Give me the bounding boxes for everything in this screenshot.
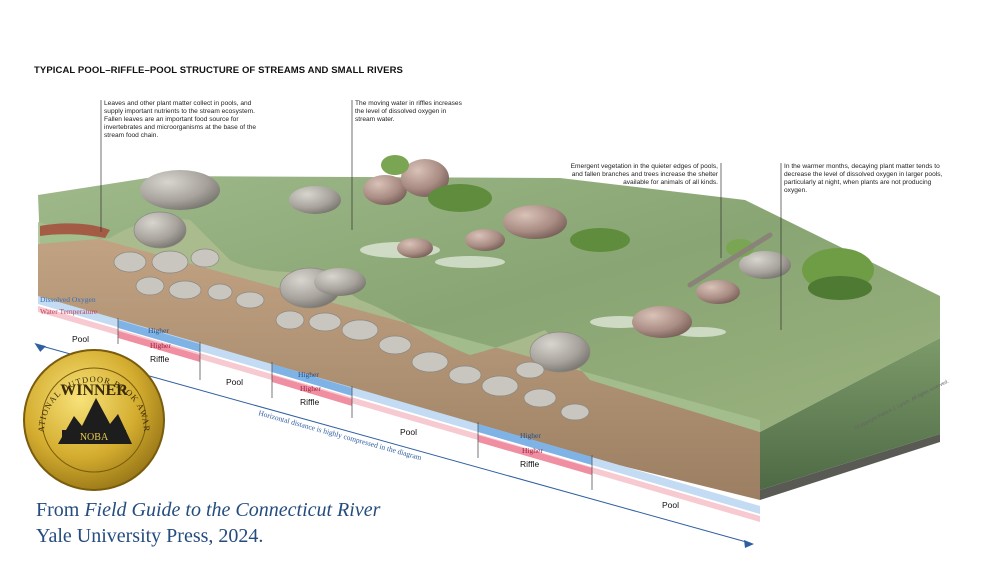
segment-pool-1: Pool (72, 334, 89, 344)
block-bottom-edge (760, 434, 940, 500)
riffle3-oxygen (478, 424, 592, 465)
riffle2-temperature-higher: Higher (300, 384, 321, 393)
cobble-group (113, 211, 591, 421)
segment-pool-4: Pool (662, 500, 679, 510)
riffle3-temperature-higher: Higher (522, 446, 543, 455)
award-winner: WINNER (60, 382, 128, 399)
block-side-face (760, 338, 940, 490)
award-noba: NOBA (80, 432, 109, 443)
riffle3-oxygen-higher: Higher (520, 431, 541, 440)
dissolved-oxygen-label: Dissolved Oxygen (40, 295, 96, 304)
riffle2-oxygen (272, 364, 352, 396)
water-temperature-label: Water Temperature (40, 307, 98, 316)
callout-vegetation: Emergent vegetation in the quieter edges… (570, 163, 718, 186)
riffle1-oxygen-higher: Higher (148, 326, 169, 335)
boulder-group (140, 159, 791, 338)
cross-section-water (38, 218, 760, 432)
publisher-line: Yale University Press, 2024. (36, 525, 264, 547)
segment-riffle-3: Riffle (520, 459, 539, 469)
riffle2-temperature (272, 375, 352, 406)
riffle-highlights (360, 242, 726, 337)
riffle3-temperature (478, 435, 592, 475)
segment-riffle-2: Riffle (300, 397, 319, 407)
segment-dividers (117, 318, 593, 490)
book-credit: From Field Guide to the Connecticut Rive… (36, 497, 380, 549)
segment-riffle-1: Riffle (150, 354, 169, 364)
riffle1-oxygen (118, 320, 200, 352)
water-surface (38, 176, 940, 432)
segment-pool-3: Pool (400, 427, 417, 437)
riffle1-temperature (118, 331, 200, 362)
credit-prefix: From (36, 499, 85, 521)
segment-pool-2: Pool (226, 377, 243, 387)
callout-riffles: The moving water in riffles increases th… (355, 100, 462, 123)
callout-leaders (100, 100, 782, 330)
callout-leaves: Leaves and other plant matter collect in… (104, 100, 257, 139)
book-title: Field Guide to the Connecticut River (84, 499, 381, 521)
riffle2-oxygen-higher: Higher (298, 370, 319, 379)
distance-arrow (34, 342, 754, 548)
callout-warmer: In the warmer months, decaying plant mat… (784, 163, 943, 194)
vegetation-group (381, 155, 874, 300)
fallen-branch (687, 232, 773, 288)
leaf-litter (40, 223, 110, 238)
indicator-bands (38, 296, 760, 522)
riffle1-temperature-higher: Higher (150, 341, 171, 350)
page-title: TYPICAL POOL–RIFFLE–POOL STRUCTURE OF ST… (34, 65, 403, 76)
